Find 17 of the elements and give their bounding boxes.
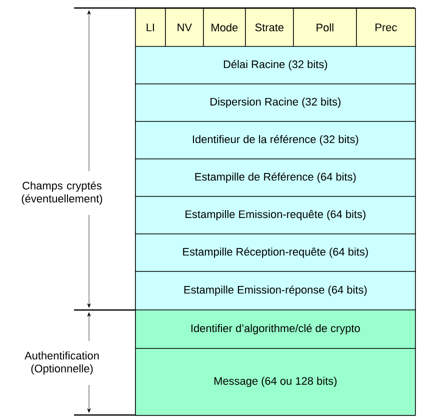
dimension-label: Authentification (Optionnelle)	[24, 351, 99, 375]
bit-field-cell: Strate	[245, 8, 294, 47]
field-row: Estampille de Référence (64 bits)	[135, 158, 416, 197]
field-row: Identifieur de la référence (32 bits)	[135, 121, 416, 160]
bit-field-cell: Poll	[293, 8, 357, 47]
field-row: Estampille Emission-requête (64 bits)	[135, 196, 416, 234]
field-row: Estampille Emission-réponse (64 bits)	[135, 271, 416, 310]
bit-field-cell: Mode	[203, 8, 246, 47]
field-row: Message (64 ou 128 bits)	[135, 348, 416, 416]
field-row: Dispersion Racine (32 bits)	[135, 84, 416, 122]
dimension-label: Champs cryptés (éventuellement)	[22, 181, 102, 205]
field-row: Délai Racine (32 bits)	[135, 46, 416, 84]
bit-field-cell: LI	[135, 8, 166, 47]
field-row: Identifier d’algorithme/clé de crypto	[135, 310, 416, 349]
bit-field-cell: NV	[165, 8, 204, 47]
bit-field-cell: Prec	[356, 8, 416, 47]
field-row: Estampille Réception-requête (64 bits)	[135, 234, 416, 272]
